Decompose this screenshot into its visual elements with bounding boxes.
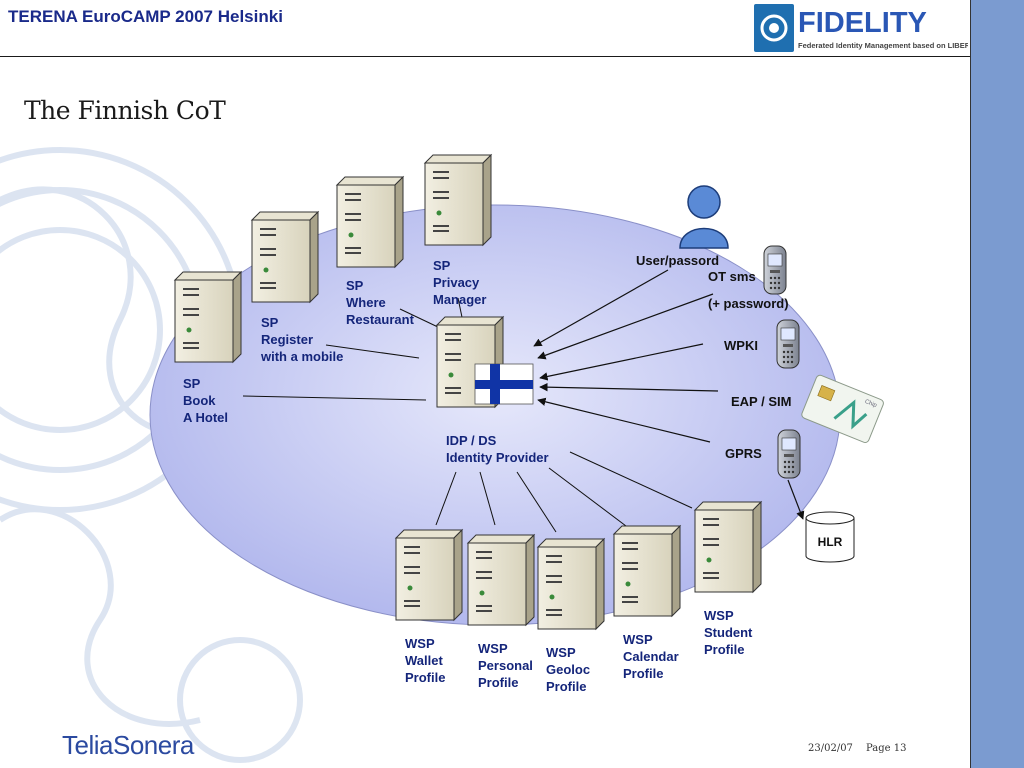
diagram-canvas: Chip HLR xyxy=(0,147,884,763)
server-wsp-personal xyxy=(467,534,535,626)
finnish-flag-icon xyxy=(474,363,534,405)
connector-wsp-student xyxy=(569,451,693,509)
server-sp-restaurant xyxy=(336,176,404,268)
right-accent-band xyxy=(970,0,1024,768)
hlr-database-icon: HLR xyxy=(805,511,855,563)
label-plus-password: (+ password) xyxy=(708,296,789,311)
header-divider xyxy=(0,56,970,57)
label-wsp-calendar: WSP Calendar Profile xyxy=(623,632,679,681)
server-sp-privacy xyxy=(424,154,492,246)
connector-sp-hotel xyxy=(242,395,427,401)
mobile-phone-icon xyxy=(777,429,801,479)
server-wsp-calendar xyxy=(613,525,681,617)
server-wsp-geoloc xyxy=(537,538,605,630)
arrow-ot-sms xyxy=(537,293,714,360)
connector-sp-restaurant xyxy=(399,308,441,329)
mobile-phone-icon xyxy=(776,319,800,369)
server-wsp-wallet xyxy=(395,529,463,621)
sim-card-icon: Chip xyxy=(801,374,884,443)
arrow-eap-sim xyxy=(539,382,719,392)
label-sp-restaurant: SP Where Restaurant xyxy=(346,278,414,327)
label-gprs: GPRS xyxy=(725,446,762,461)
footer-page-number: Page 13 xyxy=(866,743,907,754)
connector-wsp-calendar xyxy=(548,467,627,527)
connector-wsp-geoloc xyxy=(516,471,557,533)
arrow-gprs-hlr xyxy=(787,479,805,520)
sim-chip-label: Chip xyxy=(864,399,878,409)
label-ot-sms: OT sms xyxy=(708,269,756,284)
connector-wsp-personal xyxy=(479,471,496,526)
hlr-label: HLR xyxy=(818,535,843,549)
arrow-user-password xyxy=(533,269,669,347)
user-icon xyxy=(679,185,729,249)
label-idp: IDP / DS Identity Provider xyxy=(446,433,549,465)
label-eap-sim: EAP / SIM xyxy=(731,394,792,409)
header-title: TERENA EuroCAMP 2007 Helsinki xyxy=(8,7,283,26)
footer-brand-logo: TeliaSonera xyxy=(62,730,194,760)
footer-date: 23/02/07 xyxy=(808,743,853,754)
fidelity-logo: FIDELITY Federated Identity Management b… xyxy=(752,2,980,54)
slide-title: The Finnish CoT xyxy=(24,96,226,125)
label-sp-privacy: SP Privacy Manager xyxy=(433,258,487,307)
server-sp-register xyxy=(251,211,319,303)
label-wsp-wallet: WSP Wallet Profile xyxy=(405,636,446,685)
server-wsp-student xyxy=(694,501,762,593)
mobile-phone-icon xyxy=(763,245,787,295)
logo-name: FIDELITY xyxy=(798,7,927,39)
label-wsp-personal: WSP Personal Profile xyxy=(478,641,533,690)
arrow-gprs xyxy=(537,397,711,443)
connector-sp-register xyxy=(325,344,420,359)
label-wsp-geoloc: WSP Geoloc Profile xyxy=(546,645,591,694)
label-sp-hotel: SP Book A Hotel xyxy=(183,376,229,425)
server-sp-hotel xyxy=(174,271,242,363)
label-sp-register: SP Register with a mobile xyxy=(261,315,344,364)
label-wpki: WPKI xyxy=(724,338,758,353)
arrow-wpki xyxy=(539,343,704,381)
logo-tagline: Federated Identity Management based on L… xyxy=(798,41,968,50)
connector-wsp-wallet xyxy=(435,471,457,526)
label-wsp-student: WSP Student Profile xyxy=(704,608,753,657)
label-user-password: User/passord xyxy=(636,253,720,268)
